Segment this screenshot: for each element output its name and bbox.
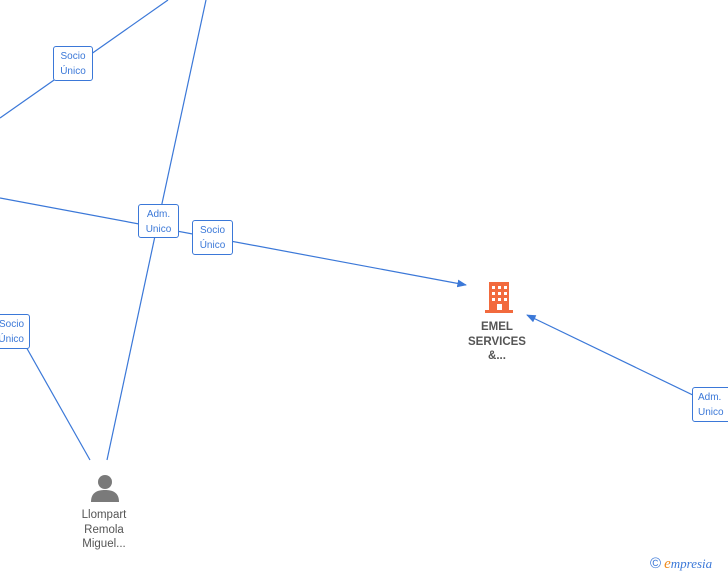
person-name-line2: Remola — [84, 523, 124, 536]
edge-vertical-bottom — [106, 221, 159, 461]
edge-label-line1: Socio — [60, 51, 86, 62]
edge-label-adm-unico[interactable]: Adm. Unico — [692, 387, 728, 422]
edge-label-line2: Unico — [145, 224, 172, 235]
edge-label-line1: Adm. — [698, 392, 722, 403]
edge-label-adm-unico[interactable]: Adm. Unico — [138, 204, 179, 238]
empresia-brand: ©empresia — [650, 555, 712, 573]
edge-label-line2: Único — [0, 334, 24, 345]
company-node-label[interactable]: EMEL SERVICES &... — [456, 320, 538, 364]
company-name-line1: EMEL — [481, 321, 513, 333]
edge-to-company — [0, 197, 467, 288]
person-name-line1: Llompart — [81, 509, 127, 521]
person-icon[interactable] — [89, 472, 121, 504]
edge-label-socio-unico[interactable]: Socio Único — [192, 220, 233, 255]
edge-label-socio-unico[interactable]: Socio Único — [53, 46, 93, 81]
person-name-line3: Miguel... — [82, 538, 126, 550]
edge-label-line1: Socio — [199, 225, 225, 236]
edge-label-line2: Único — [199, 240, 226, 251]
edge-label-line1: Adm. — [146, 209, 171, 220]
building-icon[interactable] — [483, 279, 515, 315]
company-name-line2: SERVICES — [468, 335, 526, 348]
copyright-symbol: © — [650, 555, 662, 572]
edge-label-line2: Único — [60, 66, 86, 77]
person-node-label[interactable]: Llompart Remola Miguel... — [64, 508, 144, 552]
edge-label-line2: Unico — [698, 407, 724, 418]
brand-e-logo: e — [664, 556, 671, 572]
edge-label-socio-unico[interactable]: Socio Único — [0, 314, 30, 349]
brand-name: mpresia — [670, 556, 713, 571]
edge-label-line1: Socio — [0, 319, 24, 330]
company-name-line3: &... — [488, 350, 506, 362]
edge-vertical-top — [157, 0, 207, 223]
